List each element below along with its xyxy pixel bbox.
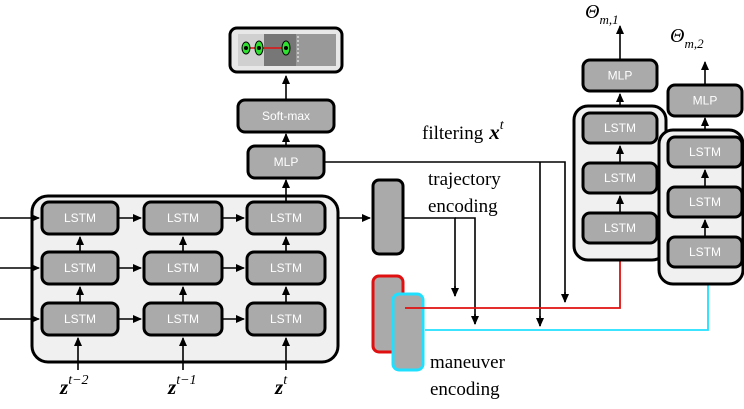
lstm-block: LSTM <box>666 185 744 219</box>
svg-text:LSTM: LSTM <box>270 261 302 275</box>
svg-text:MLP: MLP <box>693 94 718 108</box>
lstm-block: LSTM <box>581 211 659 245</box>
output-theta-m1: Θm,1 <box>585 1 619 27</box>
lstm-block: LSTM <box>581 111 659 145</box>
lstm-block: LSTM <box>666 235 744 269</box>
svg-text:LSTM: LSTM <box>167 261 199 275</box>
svg-text:LSTM: LSTM <box>64 261 96 275</box>
svg-text:LSTM: LSTM <box>604 171 636 185</box>
z-input-arrows <box>74 337 290 370</box>
svg-text:LSTM: LSTM <box>689 195 721 209</box>
lstm-block: LSTM <box>142 250 224 286</box>
softmax-block: Soft-max <box>236 98 336 134</box>
svg-text:LSTM: LSTM <box>167 211 199 225</box>
lstm-block: LSTM <box>245 250 327 286</box>
svg-text:MLP: MLP <box>274 155 299 169</box>
lstm-block: LSTM <box>142 301 224 337</box>
svg-text:LSTM: LSTM <box>167 312 199 326</box>
input-label-z-t: zt <box>274 373 288 399</box>
svg-text:LSTM: LSTM <box>689 145 721 159</box>
svg-text:LSTM: LSTM <box>689 245 721 259</box>
svg-text:LSTM: LSTM <box>270 211 302 225</box>
lstm-block: LSTM <box>245 301 327 337</box>
lstm-block: LSTM <box>245 200 327 236</box>
maneuver-label-line2: encoding <box>430 379 500 400</box>
mlp-block-decoder-1: MLP <box>581 58 659 93</box>
lstm-block: LSTM <box>40 301 120 337</box>
svg-text:Soft-max: Soft-max <box>262 109 310 123</box>
svg-text:LSTM: LSTM <box>604 221 636 235</box>
svg-text:LSTM: LSTM <box>64 211 96 225</box>
output-trajectory-image <box>228 26 344 74</box>
trajectory-label-line1: trajectory <box>428 169 501 190</box>
svg-text:LSTM: LSTM <box>604 121 636 135</box>
lstm-block: LSTM <box>142 200 224 236</box>
lstm-block: LSTM <box>581 161 659 195</box>
layer-arrows <box>76 236 290 302</box>
lstm-block: LSTM <box>40 250 120 286</box>
input-arrows-left <box>0 214 40 323</box>
mlp-block-main: MLP <box>246 144 326 180</box>
trajectory-label-line2: encoding <box>428 196 498 217</box>
svg-text:LSTM: LSTM <box>64 312 96 326</box>
output-theta-m2: Θm,2 <box>670 25 704 51</box>
maneuver-encoding-block-cyan <box>391 292 425 372</box>
input-label-z-t-1: zt−1 <box>167 373 197 399</box>
input-label-z-t-2: zt−2 <box>59 373 89 399</box>
maneuver-label-line1: maneuver <box>430 352 506 373</box>
svg-text:LSTM: LSTM <box>270 312 302 326</box>
cyan-connection <box>425 271 712 331</box>
lstm-block: LSTM <box>666 135 744 169</box>
mlp-block-decoder-2: MLP <box>666 83 744 118</box>
svg-text:MLP: MLP <box>608 69 633 83</box>
red-connection <box>405 247 624 309</box>
trajectory-encoding-path <box>404 217 479 325</box>
lstm-block: LSTM <box>40 200 120 236</box>
recurrent-arrows <box>119 214 245 323</box>
filtering-path <box>325 161 569 327</box>
trajectory-encoding-block <box>371 178 405 256</box>
